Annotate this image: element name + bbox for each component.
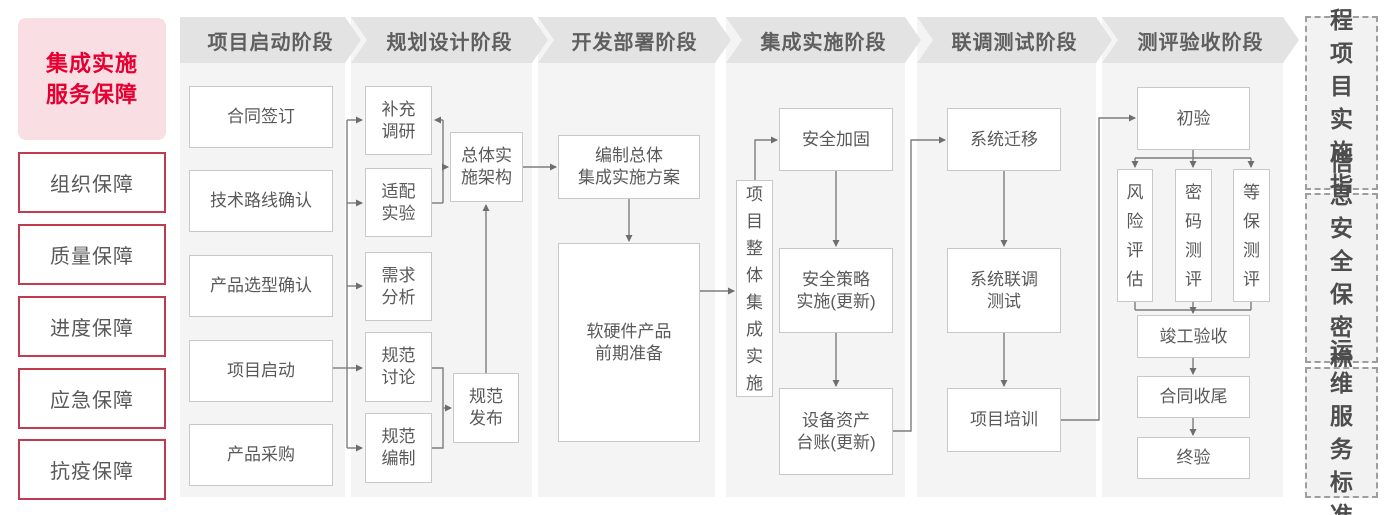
box-initial-acceptance: 初验: [1137, 87, 1250, 150]
box-spec-release: 规范 发布: [453, 373, 519, 443]
box-product-procurement: 产品采购: [189, 424, 333, 486]
box-spec-compilation: 规范 编制: [365, 413, 432, 483]
sidebar-title: 集成实施 服务保障: [18, 18, 166, 140]
box-adaptation-experiment: 适配 实验: [365, 168, 432, 237]
box-asset-ledger-update: 设备资产 台账(更新): [779, 388, 893, 475]
box-joint-testing: 系统联调 测试: [947, 248, 1061, 333]
box-requirement-analysis: 需求 分析: [365, 252, 432, 321]
sidebar-item-quality-guarantee: 质量保障: [18, 224, 166, 285]
panel-info-security-standard: 信息 安全 保密 标准: [1305, 149, 1378, 406]
box-supplementary-research: 补充 调研: [365, 86, 432, 155]
phase-header-evaluation-acceptance: 测评验收阶段: [1102, 17, 1299, 63]
phase-header-label: 规划设计阶段: [386, 31, 513, 54]
sidebar-item-schedule-guarantee: 进度保障: [18, 296, 166, 357]
panel-label: 信息 安全 保密 标准: [1330, 149, 1365, 406]
box-project-training: 项目培训: [947, 388, 1061, 452]
box-final-acceptance: 终验: [1137, 437, 1250, 479]
box-overall-impl-architecture: 总体实 施架构: [450, 132, 523, 202]
box-completion-acceptance: 竣工验收: [1137, 315, 1250, 358]
box-product-selection-confirm: 产品选型确认: [189, 255, 333, 317]
box-tech-route-confirm: 技术路线确认: [189, 170, 333, 232]
box-spec-discussion: 规范 讨论: [365, 332, 432, 402]
sidebar-item-epidemic-guarantee: 抗疫保障: [18, 439, 166, 500]
sidebar-item-emergency-guarantee: 应急保障: [18, 368, 166, 429]
box-security-policy-impl: 安全策略 实施(更新): [779, 248, 893, 333]
phase-header-label: 集成实施阶段: [760, 31, 887, 54]
phase-header-label: 开发部署阶段: [571, 31, 698, 54]
phase-header-label: 项目启动阶段: [207, 31, 334, 54]
box-mlps-testing: 等保测评: [1233, 169, 1270, 302]
phase-header-joint-testing: 联调测试阶段: [917, 17, 1112, 63]
vertical-text: 等保测评: [1243, 182, 1260, 289]
phase-header-planning-design: 规划设计阶段: [351, 17, 548, 63]
phase-header-integration-impl: 集成实施阶段: [726, 17, 921, 63]
vertical-text: 项目整体集成实施: [746, 184, 763, 393]
box-system-migration: 系统迁移: [947, 108, 1061, 171]
sidebar-item-organization-guarantee: 组织保障: [18, 152, 166, 213]
box-risk-assessment: 风险评估: [1117, 169, 1153, 302]
panel-label: 运维 服务 标准: [1330, 336, 1365, 515]
phase-header-dev-deploy: 开发部署阶段: [538, 17, 731, 63]
vertical-text: 密码测评: [1185, 182, 1202, 289]
phase-header-label: 联调测试阶段: [951, 31, 1078, 54]
box-contract-closure: 合同收尾: [1137, 376, 1250, 418]
vertical-text: 风险评估: [1126, 182, 1144, 289]
box-hw-sw-preparation: 软硬件产品 前期准备: [558, 243, 700, 442]
box-crypto-testing: 密码测评: [1175, 169, 1212, 302]
phase-header-label: 测评验收阶段: [1137, 31, 1264, 54]
box-contract-signing: 合同签订: [189, 86, 333, 148]
phase-header-project-kickoff: 项目启动阶段: [180, 17, 361, 63]
panel-ops-service-standard: 运维 服务 标准: [1305, 337, 1378, 515]
box-overall-integration-plan: 编制总体 集成实施方案: [558, 135, 700, 199]
box-security-hardening: 安全加固: [779, 108, 893, 171]
box-project-kickoff: 项目启动: [189, 340, 333, 402]
box-overall-integration-impl: 项目整体集成实施: [736, 180, 773, 397]
